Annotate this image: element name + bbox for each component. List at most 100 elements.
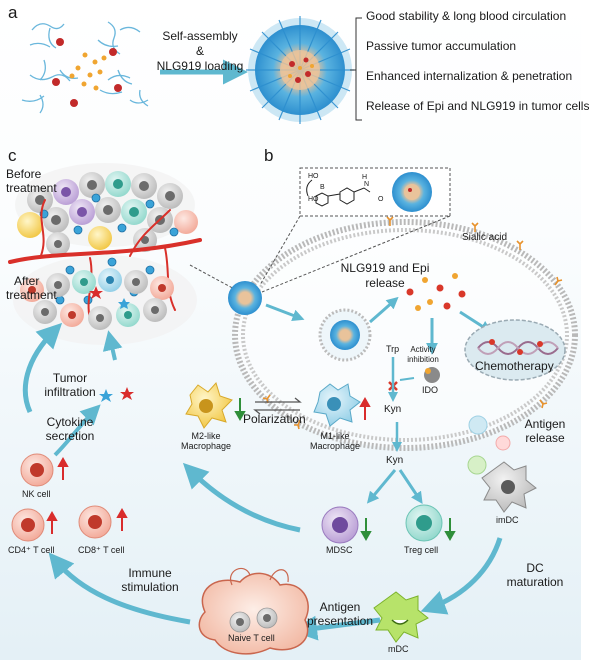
ido-label: IDO <box>422 385 439 395</box>
polymer-chains <box>21 21 149 114</box>
up-arrow-m1 <box>359 396 371 420</box>
polarization-feedback-arrow <box>182 462 301 533</box>
released-drugs <box>406 273 466 311</box>
cytokine-stars-tumor <box>89 286 130 309</box>
polarization-arrows <box>253 397 302 415</box>
secretion-arrow <box>53 404 101 457</box>
chemotherapy-label: Chemotherapy <box>475 359 554 373</box>
cd8-t-cell <box>78 505 112 539</box>
feature-2: Passive tumor accumulation <box>366 39 517 53</box>
antigen-release-line2: release <box>525 431 565 445</box>
inhibition-line <box>399 377 415 381</box>
cytokine-label-line2: secretion <box>45 429 95 443</box>
antigen-presentation-arrow <box>292 615 381 641</box>
infiltration-label-line2: infiltration <box>44 385 96 399</box>
cd4-t-cell <box>11 508 45 542</box>
panel-label-b: b <box>264 146 274 165</box>
naive-t-cell-label: Naive T cell <box>228 633 275 643</box>
antigen-release-line1: Antigen <box>524 417 566 431</box>
cell-nuclei-after <box>28 276 166 322</box>
chemical-structure <box>306 179 371 207</box>
m1-macrophage <box>313 383 361 427</box>
feature-3: Enhanced internalization & penetration <box>366 69 573 83</box>
mdsc-label: MDSC <box>326 545 353 555</box>
process-label-line1: Self-assembly <box>162 29 238 43</box>
cd8-label: CD8⁺ T cell <box>78 545 125 555</box>
down-arrow-mdsc <box>360 518 372 542</box>
process-label-line3: NLG919 loading <box>156 59 244 73</box>
down-arrow-m2 <box>234 398 246 422</box>
process-label-line2: & <box>195 44 204 58</box>
chem-ho-1: HO <box>308 173 319 180</box>
activity-label-line1: Activity <box>410 345 436 354</box>
zoom-line-right <box>261 215 451 293</box>
chem-o: O <box>378 196 384 203</box>
treg-label: Treg cell <box>404 545 439 555</box>
release-label-line1: NLG919 and Epi <box>340 261 430 275</box>
sialic-acid-label: Sialic acid <box>462 232 508 243</box>
nucleus <box>464 319 566 381</box>
lymph-node <box>198 567 309 655</box>
m2-macrophage <box>185 382 233 429</box>
sialic-acid-markers <box>262 216 563 430</box>
nlg919-drug-particles <box>69 52 107 91</box>
cd4-label: CD4⁺ T cell <box>8 545 55 555</box>
feature-1: Good stability & long blood circulation <box>366 9 567 23</box>
micelle-entering <box>228 281 262 315</box>
antigen-bubbles <box>467 415 511 475</box>
kyn-to-treg-arrow <box>398 469 423 504</box>
kyn-outer-label: Kyn <box>386 455 404 466</box>
mdc-label: mDC <box>388 644 409 654</box>
immune-stimulation-arrow <box>48 552 191 625</box>
dc-maturation-line1: DC <box>526 561 544 575</box>
polarization-label: Polarization <box>243 412 306 426</box>
mdsc-cell <box>321 506 359 544</box>
before-label-line2: treatment <box>6 181 57 195</box>
antigen-presentation-line2: presentation <box>306 614 374 628</box>
m2-label-line2: Macrophage <box>180 441 232 451</box>
kyn-to-mdsc-arrow <box>366 469 397 504</box>
m1-label-line2: Macrophage <box>309 441 361 451</box>
imdc-cell <box>481 461 537 513</box>
infiltration-arrow <box>22 322 63 414</box>
micelle-large <box>246 16 354 124</box>
dc-maturation-arrow <box>420 537 503 615</box>
imdc-label: imDC <box>496 515 519 525</box>
chem-n: N <box>364 181 370 188</box>
after-label-line2: treatment <box>6 288 57 302</box>
m1-label-line1: M1-like <box>320 431 350 441</box>
endosome <box>318 308 372 362</box>
dc-maturation-line2: maturation <box>506 575 564 589</box>
cytokine-to-tumor-arrow <box>102 330 123 361</box>
zoom-line-left <box>259 215 301 286</box>
kyn-inner-label: Kyn <box>384 404 402 415</box>
nk-cell-label: NK cell <box>22 489 51 499</box>
feature-4: Release of Epi and NLG919 in tumor cells <box>366 99 589 113</box>
panel-label-c: c <box>8 146 17 165</box>
hydrophobic-cores <box>52 38 122 107</box>
m2-label-line1: M2-like <box>191 431 221 441</box>
trp-label: Trp <box>386 344 400 354</box>
chem-b: B <box>320 184 325 191</box>
chem-ho-2: HO <box>308 196 319 203</box>
antigen-presentation-line1: Antigen <box>319 600 361 614</box>
ido-enzyme <box>424 367 440 383</box>
feature-bracket <box>355 17 362 121</box>
down-arrow-treg <box>444 518 456 542</box>
immune-label-line1: Immune <box>128 566 172 580</box>
up-arrows-t-cells <box>46 456 128 534</box>
after-label-line1: After <box>14 274 40 288</box>
cytokine-stars <box>99 387 134 402</box>
nk-cell <box>20 453 54 487</box>
infiltration-label-line1: Tumor <box>52 371 88 385</box>
treg-cell <box>405 504 443 542</box>
activity-label-line2: inhibition <box>407 355 439 364</box>
release-arrow <box>369 296 399 324</box>
uptake-arrow <box>265 303 305 322</box>
chem-h: H <box>362 174 368 181</box>
micelle-small-zoom <box>392 172 432 212</box>
before-label-line1: Before <box>6 167 42 181</box>
panel-label-a: a <box>8 3 18 22</box>
